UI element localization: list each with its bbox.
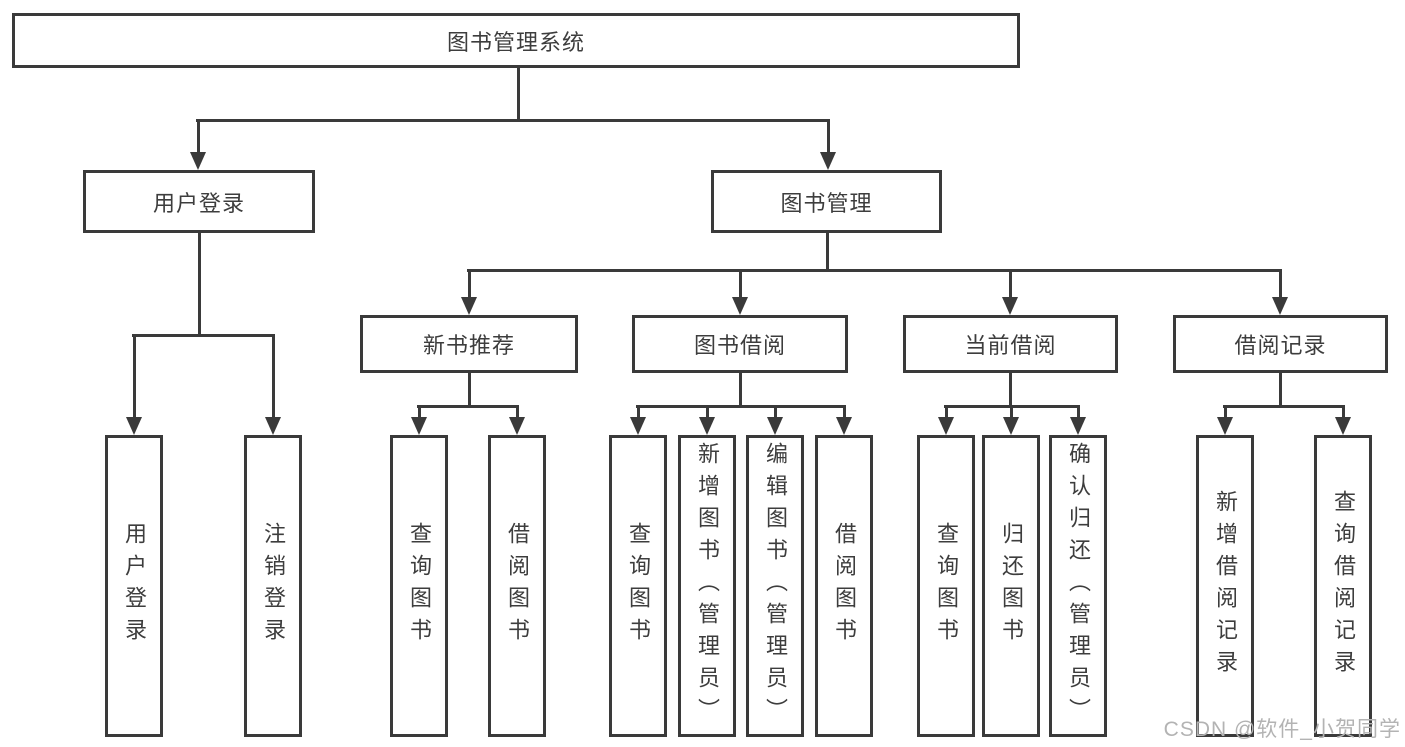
connector-vline [1278, 373, 1282, 408]
arrow-down-icon [1070, 417, 1086, 435]
connector-vline [738, 269, 742, 299]
connector-vline [467, 269, 471, 299]
leaf-label: 编辑图书（管理员） [763, 442, 788, 730]
node-label: 图书管理系统 [446, 29, 585, 55]
node-user-login: 用户登录 [83, 170, 315, 233]
leaf-label: 查询图书 [626, 522, 651, 650]
leaf-label: 查询借阅记录 [1331, 490, 1356, 682]
leaf-borrow-books-2: 借阅图书 [815, 435, 873, 737]
arrow-down-icon [820, 152, 836, 170]
arrow-down-icon [265, 417, 281, 435]
leaf-add-borrow-record: 新增借阅记录 [1196, 435, 1254, 737]
connector-vline [636, 405, 640, 419]
arrow-down-icon [509, 417, 525, 435]
leaf-label: 查询图书 [407, 522, 432, 650]
arrow-down-icon [630, 417, 646, 435]
node-label: 当前借阅 [964, 333, 1057, 358]
connector-vline [467, 373, 471, 408]
arrow-down-icon [1217, 417, 1233, 435]
connector-vline [1223, 405, 1227, 419]
connector-hline [636, 405, 846, 408]
connector-vline [1008, 269, 1012, 299]
connector-vline [842, 405, 846, 419]
arrow-down-icon [938, 417, 954, 435]
node-label: 图书管理 [780, 190, 873, 216]
arrow-down-icon [126, 417, 142, 435]
arrow-down-icon [411, 417, 427, 435]
connector-vline [516, 68, 520, 122]
connector-hline [417, 405, 519, 408]
connector-vline [271, 334, 275, 419]
leaf-logout: 注销登录 [244, 435, 302, 737]
connector-vline [132, 334, 136, 419]
leaf-query-borrow-record: 查询借阅记录 [1314, 435, 1372, 737]
node-library-system: 图书管理系统 [12, 13, 1020, 68]
leaf-label: 借阅图书 [505, 522, 530, 650]
connector-hline [1223, 405, 1345, 408]
node-label: 用户登录 [152, 190, 245, 216]
node-label: 借阅记录 [1234, 333, 1327, 358]
connector-vline [944, 405, 948, 419]
connector-hline [944, 405, 1080, 408]
arrow-down-icon [732, 297, 748, 315]
leaf-label: 新增借阅记录 [1213, 490, 1238, 682]
leaf-confirm-return-admin: 确认归还（管理员） [1049, 435, 1107, 737]
leaf-user-login: 用户登录 [105, 435, 163, 737]
arrow-down-icon [836, 417, 852, 435]
node-label: 图书借阅 [693, 333, 786, 358]
connector-vline [417, 405, 421, 419]
connector-vline [196, 119, 200, 154]
leaf-label: 新增图书（管理员） [695, 442, 720, 730]
node-label: 新书推荐 [422, 333, 515, 358]
connector-vline [825, 233, 829, 272]
arrow-down-icon [461, 297, 477, 315]
leaf-label: 确认归还（管理员） [1066, 442, 1091, 730]
connector-vline [1009, 405, 1013, 419]
leaf-label: 用户登录 [122, 522, 147, 650]
leaf-query-books-1: 查询图书 [390, 435, 448, 737]
connector-vline [738, 373, 742, 408]
arrow-down-icon [699, 417, 715, 435]
watermark: CSDN @软件_小贺同学 [1163, 718, 1401, 741]
connector-vline [1076, 405, 1080, 419]
connector-vline [1008, 373, 1012, 408]
node-borrowing-records: 借阅记录 [1173, 315, 1388, 373]
leaf-add-books-admin: 新增图书（管理员） [678, 435, 736, 737]
leaf-label: 注销登录 [261, 522, 286, 650]
leaf-return-books: 归还图书 [982, 435, 1040, 737]
leaf-label: 查询图书 [934, 522, 959, 650]
arrow-down-icon [1272, 297, 1288, 315]
connector-vline [773, 405, 777, 419]
connector-vline [705, 405, 709, 419]
connector-hline [467, 269, 1282, 272]
connector-hline [196, 119, 830, 122]
connector-vline [1278, 269, 1282, 299]
leaf-edit-books-admin: 编辑图书（管理员） [746, 435, 804, 737]
node-book-management: 图书管理 [711, 170, 942, 233]
connector-hline [132, 334, 275, 337]
connector-vline [826, 119, 830, 154]
arrow-down-icon [190, 152, 206, 170]
node-current-borrowing: 当前借阅 [903, 315, 1118, 373]
leaf-borrow-books-1: 借阅图书 [488, 435, 546, 737]
arrow-down-icon [1335, 417, 1351, 435]
leaf-label: 借阅图书 [832, 522, 857, 650]
arrow-down-icon [767, 417, 783, 435]
arrow-down-icon [1003, 417, 1019, 435]
node-book-borrowing: 图书借阅 [632, 315, 848, 373]
node-new-book-recommend: 新书推荐 [360, 315, 578, 373]
connector-vline [515, 405, 519, 419]
leaf-query-books-3: 查询图书 [917, 435, 975, 737]
connector-vline [1341, 405, 1345, 419]
leaf-label: 归还图书 [999, 522, 1024, 650]
leaf-query-books-2: 查询图书 [609, 435, 667, 737]
connector-vline [197, 233, 201, 337]
arrow-down-icon [1002, 297, 1018, 315]
